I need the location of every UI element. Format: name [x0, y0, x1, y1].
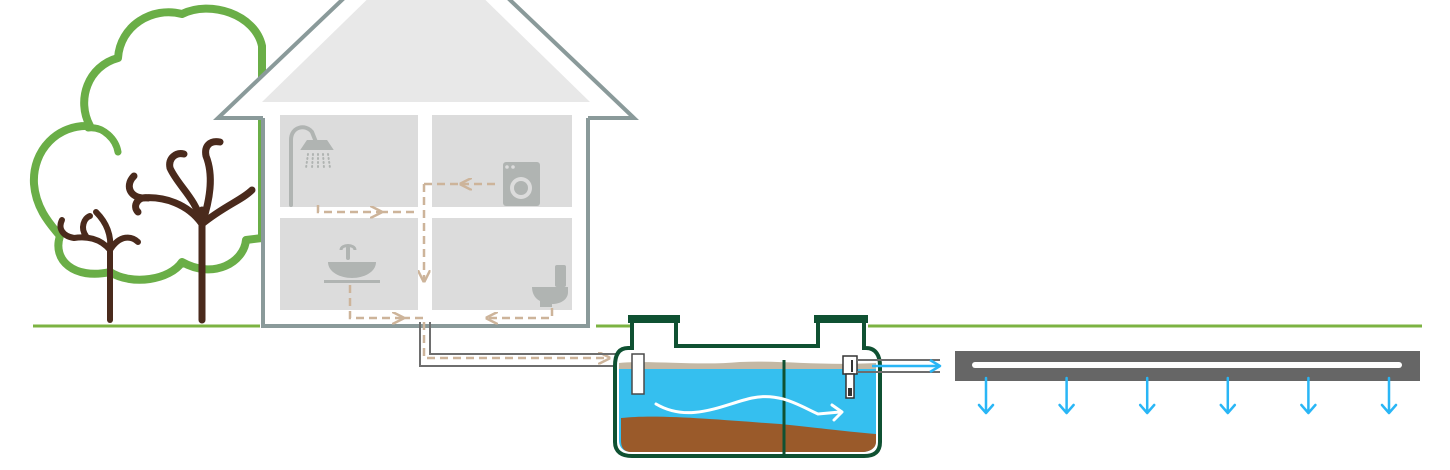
room-bathroom — [280, 115, 418, 207]
seepage-arrow — [1300, 376, 1317, 415]
distribution-pipe — [972, 362, 1402, 368]
washing-machine-icon — [503, 162, 540, 206]
flow-through-arrow — [654, 395, 842, 416]
trees — [29, 4, 266, 324]
scum-layer — [619, 361, 876, 369]
sludge-layer — [621, 416, 876, 452]
septic-tank — [613, 315, 882, 458]
tank-lid-left — [628, 315, 680, 323]
room-laundry — [432, 115, 572, 207]
drainfield — [955, 351, 1420, 381]
tank-outline — [613, 318, 882, 458]
seepage-arrow — [1058, 376, 1075, 415]
outlet-pipe — [857, 358, 942, 374]
flow-from-toilet — [488, 308, 554, 318]
tree-trunk-small — [57, 209, 141, 323]
seepage-arrow — [1138, 376, 1156, 415]
inlet-tee — [631, 353, 645, 395]
inlet-pipe — [419, 322, 636, 367]
tree-trunk-large — [125, 138, 256, 324]
attic-fill — [262, 0, 590, 102]
flow-from-shower — [316, 205, 380, 212]
outlet-filter — [842, 355, 858, 399]
seepage-arrow — [977, 376, 995, 415]
tank-lid-right — [814, 315, 868, 323]
seepage-arrow — [1380, 376, 1398, 415]
sink-icon — [324, 244, 380, 283]
shower-icon — [289, 125, 334, 207]
seepage-arrow — [1219, 376, 1237, 415]
flow-from-sink — [348, 285, 402, 318]
seepage-arrows — [977, 376, 1398, 415]
waste-flow-paths — [316, 184, 608, 358]
toilet-icon — [532, 265, 568, 307]
house — [212, 0, 640, 328]
